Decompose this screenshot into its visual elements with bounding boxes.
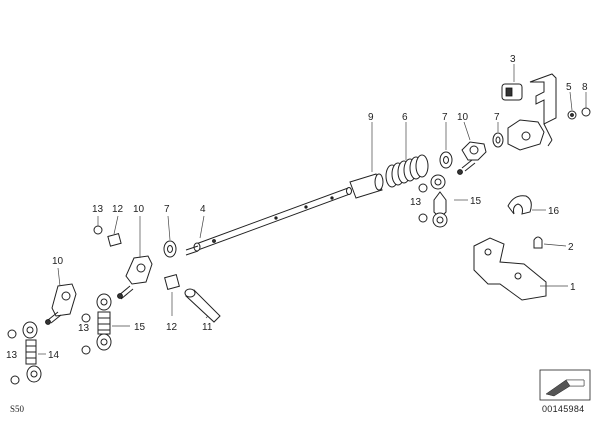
ball-joint-middle (96, 293, 112, 351)
ball-joint-lower (22, 321, 42, 383)
rubber-bushing (507, 195, 532, 215)
label-part-8: 8 (582, 82, 588, 93)
label-part-13-lower: 13 (6, 350, 18, 361)
nut-12-left (107, 233, 122, 247)
cap-13-upper-b (418, 213, 428, 223)
label-part-13-upper: 13 (410, 197, 422, 208)
label-part-12-lower: 12 (166, 322, 178, 333)
cap-13-lower-b (10, 375, 20, 385)
label-part-15-middle: 15 (134, 322, 146, 333)
label-part-9: 9 (368, 112, 374, 123)
label-part-7-left: 7 (164, 204, 170, 215)
label-part-10-middle: 10 (133, 204, 145, 215)
label-part-10-lower: 10 (52, 256, 64, 267)
selector-bracket (507, 73, 557, 151)
washer-left-inner (167, 245, 173, 253)
bolt (184, 288, 221, 323)
reference-view-box (539, 369, 591, 401)
nut-2 (533, 236, 543, 249)
cap-13-middle-a (81, 313, 91, 323)
compression-spring (385, 154, 429, 188)
label-part-13-middle: 13 (78, 323, 90, 334)
nut-12-middle (164, 274, 180, 290)
label-part-4: 4 (200, 204, 206, 215)
label-part-13-left: 13 (92, 204, 104, 215)
ball-joint-upper (430, 174, 448, 228)
cap-13-upper-a (418, 183, 428, 193)
label-part-7-upper: 7 (442, 112, 448, 123)
washer-right-inner (495, 136, 501, 144)
page-code: S50 (10, 404, 25, 414)
label-part-7-right: 7 (494, 112, 500, 123)
clip (501, 83, 523, 101)
diagram-number: 00145984 (542, 404, 585, 414)
label-part-16: 16 (548, 206, 560, 217)
bolt-head (581, 107, 591, 117)
shift-lever-upper (457, 141, 487, 175)
label-part-15-upper: 15 (470, 196, 482, 207)
leader-lines (38, 64, 587, 355)
shift-lever-lower (45, 283, 77, 325)
nut (567, 110, 577, 120)
cap-13-left (93, 225, 103, 235)
label-part-12-upper: 12 (112, 204, 124, 215)
cap-13-lower-a (7, 329, 17, 339)
shift-lever-middle (117, 255, 153, 300)
label-part-14: 14 (48, 350, 60, 361)
label-part-11: 11 (202, 322, 213, 333)
label-part-1: 1 (570, 282, 576, 293)
washer-upper-inner (443, 156, 449, 164)
sleeve (349, 173, 384, 199)
shift-shaft (185, 187, 352, 256)
label-part-6: 6 (402, 112, 408, 123)
label-part-2: 2 (568, 242, 574, 253)
label-part-5: 5 (566, 82, 572, 93)
label-part-3: 3 (510, 54, 516, 65)
label-part-10-upper: 10 (457, 112, 469, 123)
mounting-bracket (473, 237, 547, 301)
cap-13-middle-b (81, 345, 91, 355)
